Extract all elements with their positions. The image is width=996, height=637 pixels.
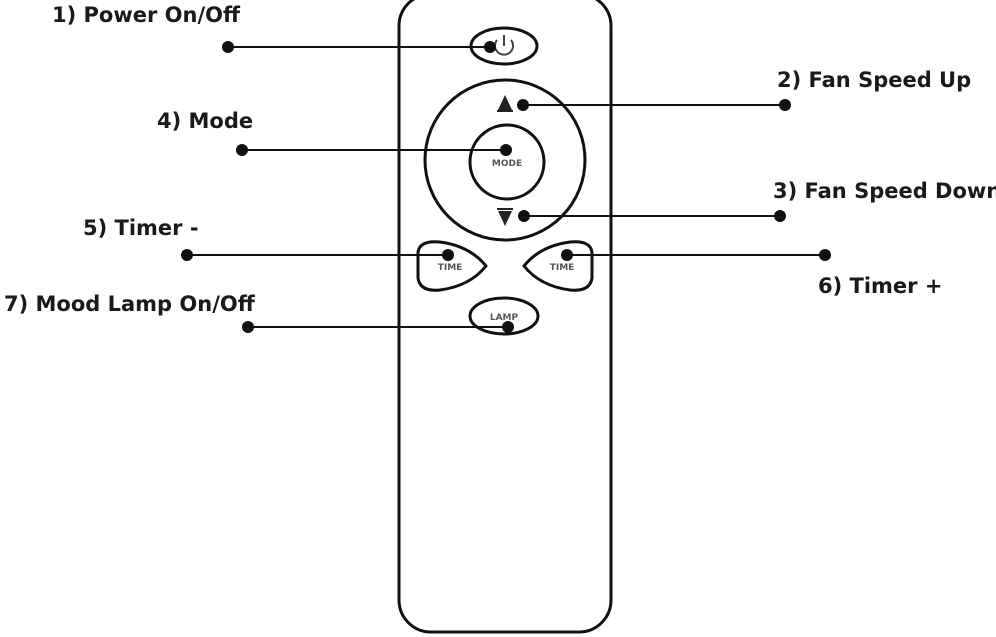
leader-timer-plus bbox=[561, 249, 831, 261]
leader-mood-lamp bbox=[242, 321, 514, 333]
leader-power bbox=[222, 41, 496, 53]
label-mode: 4) Mode bbox=[157, 109, 253, 133]
lamp-button-text: LAMP bbox=[490, 313, 519, 323]
control-ring bbox=[423, 78, 587, 242]
power-icon bbox=[494, 35, 514, 56]
timer-plus-text: TIME bbox=[550, 263, 575, 273]
speed-up-arrow-icon[interactable] bbox=[498, 95, 512, 110]
timer-minus-text: TIME bbox=[438, 263, 463, 273]
label-timer-plus: 6) Timer + bbox=[818, 274, 942, 298]
speed-down-arrow-icon[interactable] bbox=[498, 211, 512, 226]
leader-timer-minus bbox=[181, 249, 454, 261]
label-speed-up: 2) Fan Speed Up bbox=[777, 68, 971, 92]
mode-button[interactable] bbox=[468, 123, 546, 201]
mode-button-text: MODE bbox=[492, 159, 522, 169]
label-speed-down: 3) Fan Speed Down bbox=[773, 179, 996, 203]
timer-plus-button[interactable] bbox=[522, 240, 594, 292]
leader-mode bbox=[236, 144, 512, 156]
leader-speed-up bbox=[517, 99, 791, 111]
timer-minus-button[interactable] bbox=[416, 240, 488, 292]
remote-body bbox=[397, 0, 613, 634]
label-timer-minus: 5) Timer - bbox=[83, 216, 199, 240]
label-power: 1) Power On/Off bbox=[52, 3, 241, 27]
leader-speed-down bbox=[518, 210, 786, 222]
lamp-button[interactable] bbox=[468, 296, 540, 336]
label-mood-lamp: 7) Mood Lamp On/Off bbox=[4, 292, 256, 316]
